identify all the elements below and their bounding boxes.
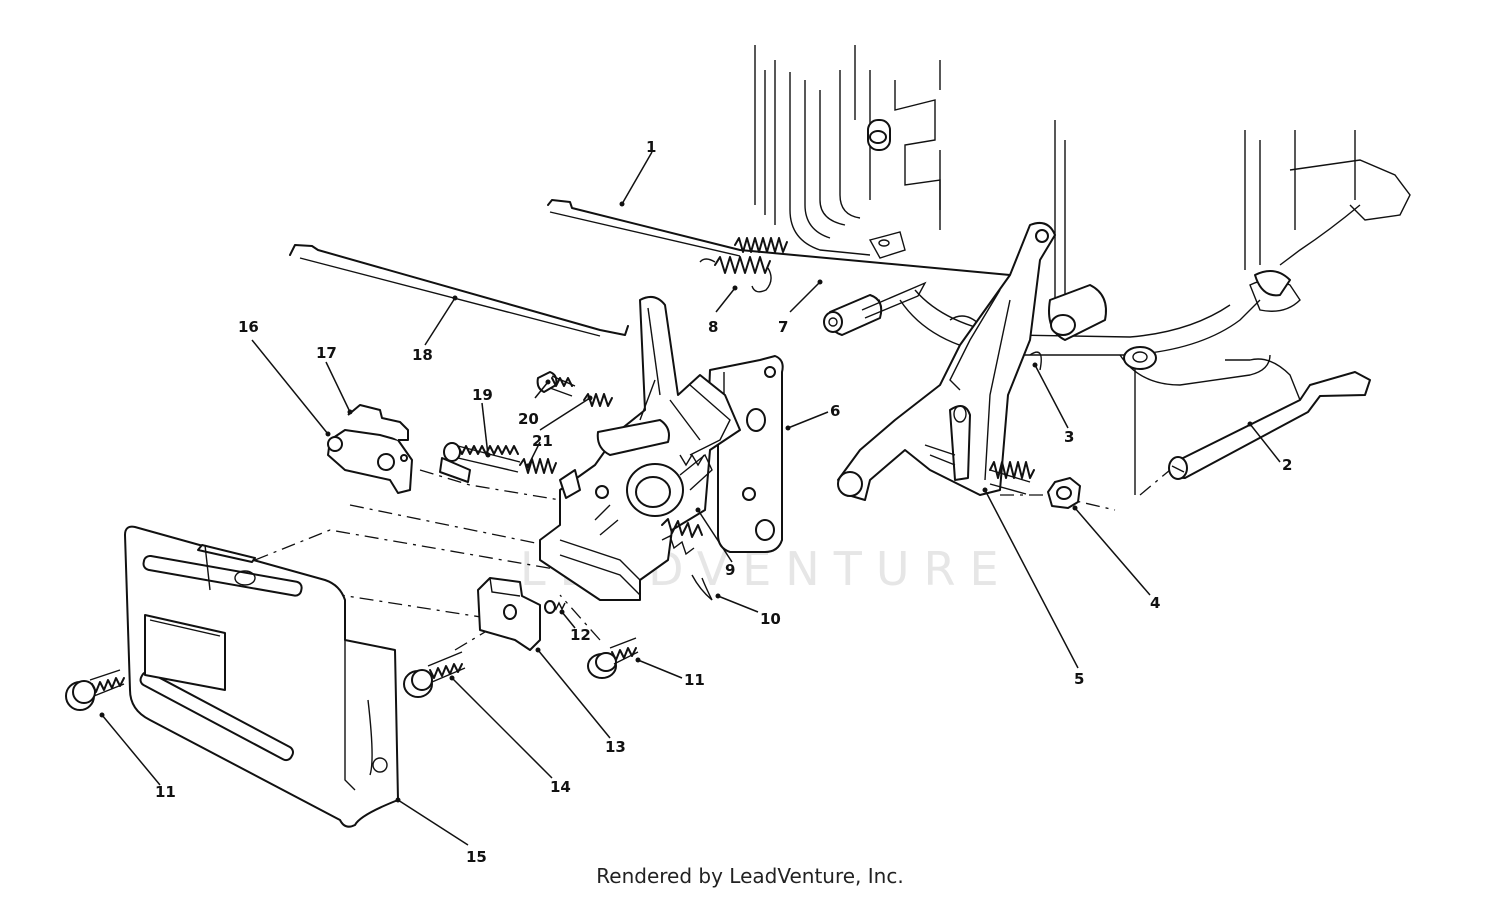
- part-1-governor-link: [547, 199, 1019, 276]
- callout-leaders: [99, 151, 1281, 846]
- callout-11-left: 11: [155, 783, 176, 801]
- callout-13: 13: [605, 738, 626, 756]
- callout-20: 20: [518, 410, 539, 428]
- callout-2: 2: [1282, 456, 1292, 474]
- callout-17: 17: [316, 344, 337, 362]
- part-11-bolt-left: [65, 669, 125, 711]
- callout-18: 18: [412, 346, 433, 364]
- part-11-bolt-right: [587, 637, 639, 679]
- callout-14: 14: [550, 778, 571, 796]
- callout-labels: 1 2 3 4 5 6 7 8 9 10 11 11 12 13 14 15 1…: [155, 138, 1292, 866]
- part-18-choke-rod: [289, 244, 629, 337]
- part-2-choke-lever: [1168, 358, 1371, 480]
- part-9-spring: [661, 453, 705, 556]
- part-14-bolt: [403, 651, 466, 698]
- callout-16: 16: [238, 318, 259, 336]
- callout-3: 3: [1064, 428, 1074, 446]
- callout-7: 7: [778, 318, 788, 336]
- part-5-throttle-lever: [837, 222, 1056, 501]
- throttle-control-plate: [539, 295, 741, 601]
- part-6-mount-bracket: [707, 355, 784, 553]
- callout-10: 10: [760, 610, 781, 628]
- part-10-wire-clip: [691, 574, 713, 601]
- credit-line: Rendered by LeadVenture, Inc.: [596, 864, 904, 888]
- part-1-spring: [734, 237, 788, 253]
- part-4-nut: [1047, 477, 1081, 509]
- part-16-17-choke-plate: [327, 404, 471, 494]
- callout-21: 21: [532, 432, 553, 450]
- callout-6: 6: [830, 402, 840, 420]
- callout-12: 12: [570, 626, 591, 644]
- callout-11-right: 11: [684, 671, 705, 689]
- callout-9: 9: [725, 561, 735, 579]
- callout-15: 15: [466, 848, 487, 866]
- callout-8: 8: [708, 318, 718, 336]
- engine-block: [754, 45, 1411, 495]
- part-7-bushing: [823, 281, 927, 336]
- part-8-spring: [699, 256, 772, 293]
- callout-4: 4: [1150, 594, 1160, 612]
- part-13-clip: [477, 577, 541, 651]
- part-15-mounting-plate: [124, 525, 399, 828]
- part-20-screw: [536, 371, 576, 397]
- part-12-screw: [544, 600, 566, 614]
- callout-1: 1: [646, 138, 656, 156]
- callout-19: 19: [472, 386, 493, 404]
- callout-5: 5: [1074, 670, 1084, 688]
